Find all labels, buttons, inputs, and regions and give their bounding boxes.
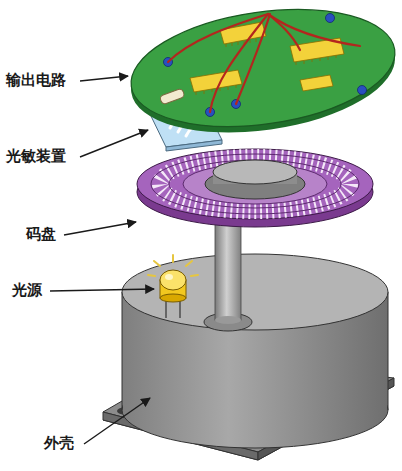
part-label: 输出电路 — [6, 71, 66, 89]
part-label: 光源 — [12, 281, 42, 299]
light-source — [148, 255, 198, 318]
circuit-board — [124, 0, 402, 148]
housing — [103, 254, 394, 460]
part-label: 码盘 — [26, 225, 56, 243]
part-label: 光敏装置 — [6, 147, 66, 165]
code-disc — [137, 149, 373, 227]
part-label: 外壳 — [44, 434, 74, 452]
leader-lines — [50, 76, 154, 444]
